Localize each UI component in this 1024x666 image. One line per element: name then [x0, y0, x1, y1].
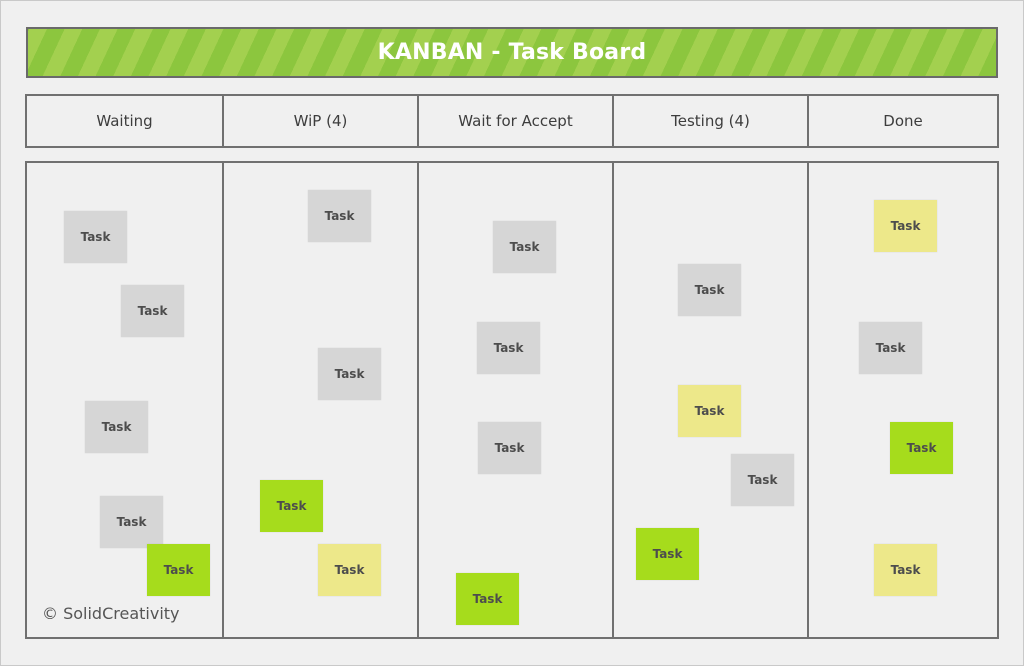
task-card[interactable]: Task	[493, 221, 556, 273]
task-card[interactable]: Task	[874, 544, 937, 596]
column-header-testing: Testing (4)	[612, 96, 807, 146]
task-card[interactable]: Task	[318, 544, 381, 596]
column-header-wait-for-accept: Wait for Accept	[417, 96, 612, 146]
task-card[interactable]: Task	[85, 401, 148, 453]
task-card[interactable]: Task	[308, 190, 371, 242]
task-card[interactable]: Task	[64, 211, 127, 263]
lane-wait-for-accept: Task Task Task Task	[417, 163, 612, 637]
task-card[interactable]: Task	[477, 322, 540, 374]
lane-wip: Task Task Task Task	[222, 163, 417, 637]
column-header-row: Waiting WiP (4) Wait for Accept Testing …	[25, 94, 999, 148]
task-card[interactable]: Task	[678, 385, 741, 437]
task-card[interactable]: Task	[678, 264, 741, 316]
task-card[interactable]: Task	[478, 422, 541, 474]
task-card[interactable]: Task	[100, 496, 163, 548]
board-title-bar: KANBAN - Task Board	[26, 27, 998, 78]
task-card[interactable]: Task	[147, 544, 210, 596]
task-card[interactable]: Task	[890, 422, 953, 474]
board-title: KANBAN - Task Board	[377, 40, 647, 65]
task-card[interactable]: Task	[731, 454, 794, 506]
task-card[interactable]: Task	[859, 322, 922, 374]
lanes-row: Task Task Task Task Task Task Task Task …	[25, 161, 999, 639]
column-header-done: Done	[807, 96, 997, 146]
column-header-waiting: Waiting	[96, 112, 153, 130]
copyright-notice: © SolidCreativity	[42, 604, 180, 623]
task-card[interactable]: Task	[121, 285, 184, 337]
task-card[interactable]: Task	[636, 528, 699, 580]
task-card[interactable]: Task	[260, 480, 323, 532]
lane-waiting: Task Task Task Task Task	[27, 163, 222, 637]
lane-testing: Task Task Task Task	[612, 163, 807, 637]
column-header-wip: WiP (4)	[222, 96, 417, 146]
task-card[interactable]: Task	[874, 200, 937, 252]
task-card[interactable]: Task	[318, 348, 381, 400]
task-card[interactable]: Task	[456, 573, 519, 625]
lane-done: Task Task Task Task	[807, 163, 997, 637]
